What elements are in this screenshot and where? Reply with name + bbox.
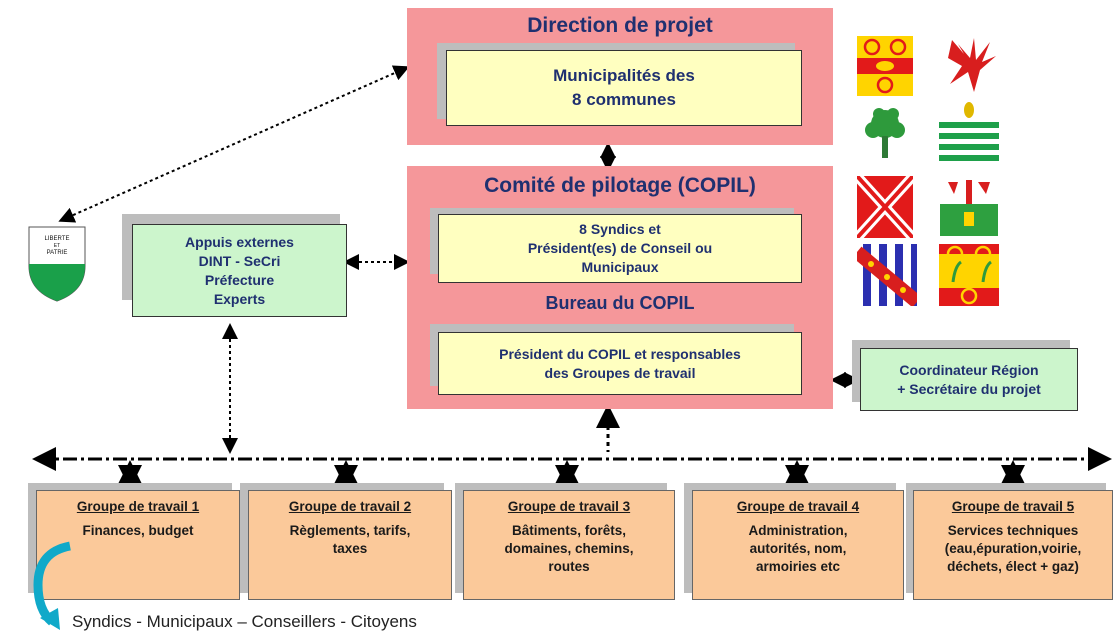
group-3-line1: Bâtiments, forêts, <box>511 523 627 538</box>
bureau-title: Bureau du COPIL <box>545 293 695 313</box>
copil-title: Comité de pilotage (COPIL) <box>484 174 756 197</box>
coat-of-arms-1-icon <box>857 36 913 96</box>
group-4-line3: armoiries etc <box>755 559 841 574</box>
footer-text: Syndics - Municipaux – Conseillers - Cit… <box>72 612 417 631</box>
group-4-line2: autorités, nom, <box>749 541 847 556</box>
group-4-box: Groupe de travail 4 Administration, auto… <box>692 490 904 600</box>
syndics-line1: 8 Syndics et <box>579 221 661 237</box>
group-5-title: Groupe de travail 5 <box>951 499 1075 514</box>
arrow-shield-direction <box>58 65 410 223</box>
shield-text-1: LIBERTE <box>45 236 70 242</box>
bureau-line1: Président du COPIL et responsables <box>499 345 741 362</box>
coat-of-arms-5-icon <box>857 176 913 238</box>
bureau-line2: des Groupes de travail <box>544 364 696 381</box>
shield-text-3: PATRIE <box>47 250 68 256</box>
appuis-line2: DINT - SeCri <box>198 252 281 269</box>
group-2-box: Groupe de travail 2 Règlements, tarifs, … <box>248 490 452 600</box>
appuis-line3: Préfecture <box>204 271 275 288</box>
group-1-title: Groupe de travail 1 <box>76 499 200 514</box>
group-2-line1: Règlements, tarifs, <box>289 523 411 538</box>
group-3-box: Groupe de travail 3 Bâtiments, forêts, d… <box>463 490 675 600</box>
appuis-line4: Experts <box>213 290 266 307</box>
appuis-externes-box: Appuis externes DINT - SeCri Préfecture … <box>132 224 347 317</box>
group-5-line1: Services techniques <box>947 523 1079 538</box>
group-4-line1: Administration, <box>748 523 848 538</box>
coordinateur-line2: + Secrétaire du projet <box>897 380 1041 397</box>
group-5-line3: déchets, élect + gaz) <box>947 559 1079 574</box>
direction-title: Direction de projet <box>527 14 713 37</box>
group-5-box: Groupe de travail 5 Services techniques … <box>913 490 1113 600</box>
municipalites-line2: 8 communes <box>572 90 676 109</box>
group-3-line3: routes <box>548 559 590 574</box>
shield-text-2: ET <box>54 243 60 249</box>
group-4-title: Groupe de travail 4 <box>736 499 860 514</box>
appuis-line1: Appuis externes <box>185 233 294 250</box>
syndics-box: 8 Syndics et Président(es) de Conseil ou… <box>438 214 802 283</box>
bureau-box: Président du COPIL et responsables des G… <box>438 332 802 395</box>
curved-arrow-icon <box>33 541 72 630</box>
coat-of-arms-2-icon <box>944 34 1000 96</box>
group-3-title: Groupe de travail 3 <box>507 499 631 514</box>
group-5-line2: (eau,épuration,voirie, <box>944 541 1082 556</box>
group-1-line1: Finances, budget <box>82 523 194 538</box>
syndics-line3: Municipaux <box>581 259 659 275</box>
coat-of-arms-7-icon <box>857 244 917 306</box>
coat-of-arms-4-icon <box>939 100 999 164</box>
group-1-box: Groupe de travail 1 Finances, budget <box>36 490 240 600</box>
municipalites-box: Municipalités des 8 communes <box>446 50 802 126</box>
group-3-line2: domaines, chemins, <box>504 541 634 556</box>
coordinateur-box: Coordinateur Région + Secrétaire du proj… <box>860 348 1078 411</box>
group-2-line2: taxes <box>332 541 368 556</box>
group-2-title: Groupe de travail 2 <box>288 499 412 514</box>
coat-of-arms-8-icon <box>939 244 999 306</box>
vaud-shield-icon: LIBERTE ET PATRIE <box>28 226 86 302</box>
municipalites-line1: Municipalités des <box>553 66 695 85</box>
syndics-line2: Président(es) de Conseil ou <box>527 240 713 256</box>
coordinateur-line1: Coordinateur Région <box>899 361 1039 378</box>
coat-of-arms-3-icon <box>857 104 913 164</box>
coat-of-arms-6-icon <box>940 176 998 236</box>
